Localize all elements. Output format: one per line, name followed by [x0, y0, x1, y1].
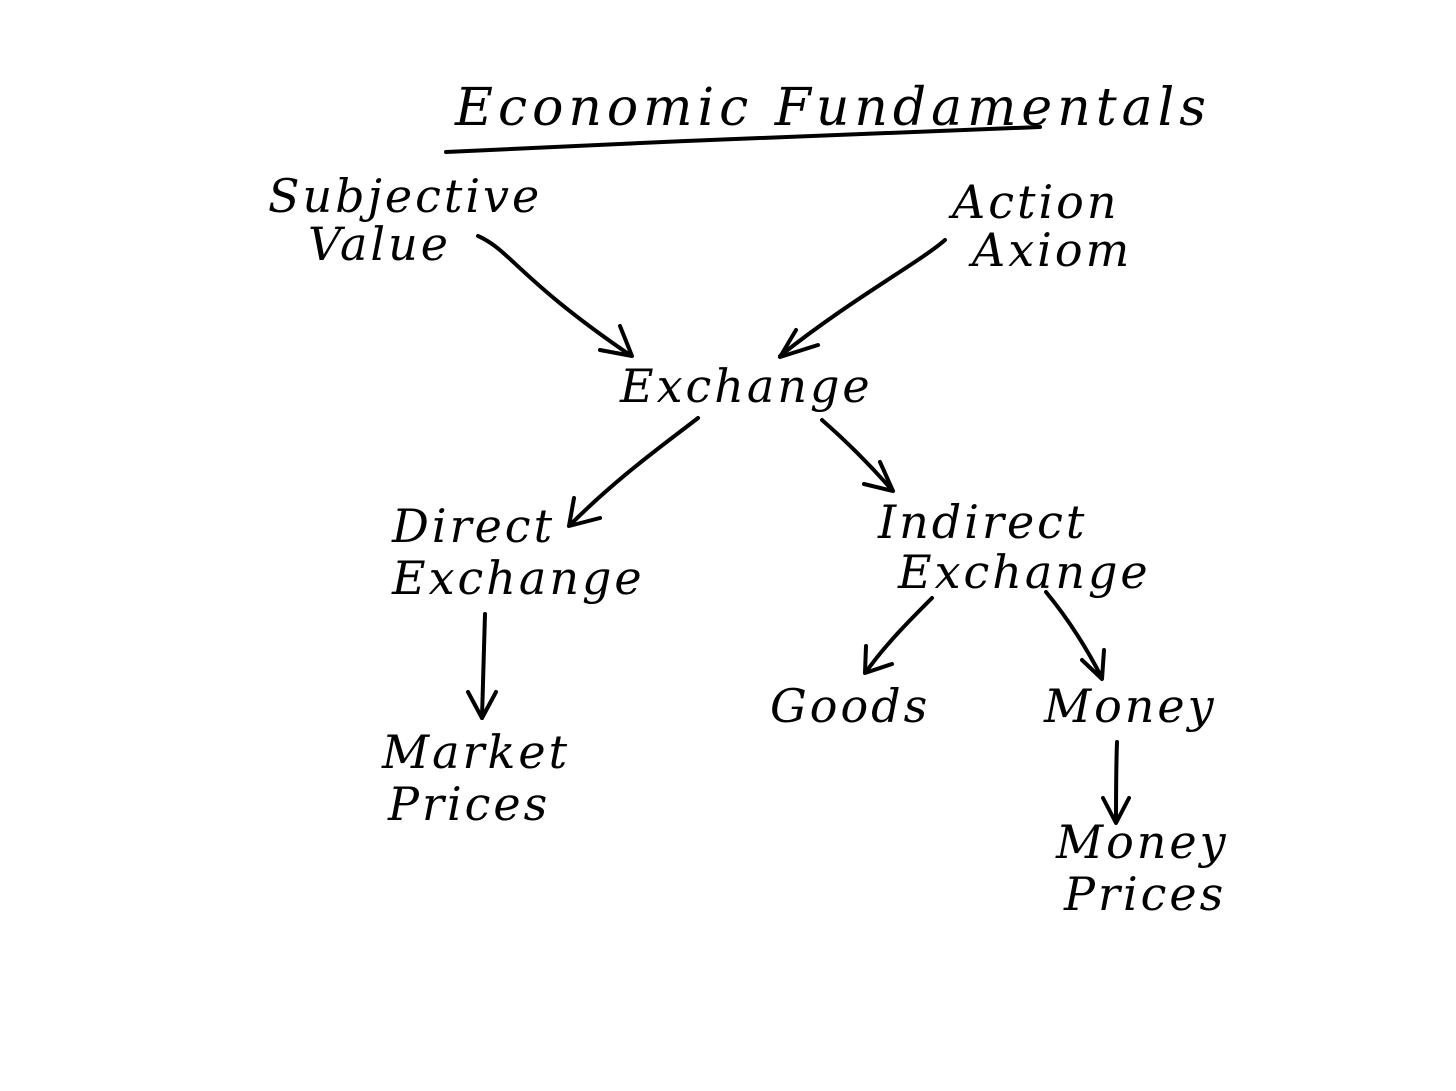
diagram-title: Economic Fundamentals	[455, 78, 1211, 138]
node-direct-exchange-line-1: Direct	[392, 499, 556, 553]
node-indirect-exchange-line-1: Indirect	[878, 495, 1088, 549]
node-money-prices-line-1: Money	[1056, 815, 1229, 869]
node-subjective-value-line-1: Subjective	[268, 169, 543, 223]
arrow-subjective-value-to-exchange	[476, 234, 632, 357]
arrow-action-axiom-to-exchange	[778, 238, 947, 358]
arrowhead-exchange-to-direct-exchange	[567, 496, 602, 528]
node-market-prices: Market Prices	[382, 728, 570, 828]
node-market-prices-line-2: Prices	[388, 777, 551, 831]
node-action-axiom: Action Axiom	[952, 178, 1132, 274]
arrow-money-to-money-prices	[1114, 740, 1119, 824]
node-money-prices-line-2: Prices	[1064, 867, 1227, 921]
arrow-indirect-exchange-to-goods	[864, 596, 934, 674]
arrowhead-indirect-exchange-to-goods	[863, 644, 894, 675]
node-exchange-line-1: Exchange	[620, 359, 873, 413]
node-exchange: Exchange	[620, 362, 873, 410]
arrow-exchange-to-direct-exchange	[568, 416, 700, 527]
node-direct-exchange-line-2: Exchange	[392, 551, 645, 605]
node-goods-line-1: Goods	[770, 679, 931, 733]
node-action-axiom-line-2: Axiom	[972, 223, 1133, 277]
node-money-prices: Money Prices	[1056, 818, 1229, 918]
arrow-indirect-exchange-to-money	[1044, 590, 1104, 680]
node-action-axiom-line-1: Action	[952, 175, 1120, 229]
arrow-exchange-to-indirect-exchange	[820, 418, 894, 492]
arrowhead-subjective-value-to-exchange	[598, 324, 634, 358]
node-subjective-value: Subjective Value	[268, 172, 542, 268]
node-direct-exchange: Direct Exchange	[392, 502, 645, 602]
node-money: Money	[1044, 682, 1217, 730]
node-indirect-exchange-line-2: Exchange	[898, 545, 1151, 599]
arrow-direct-exchange-to-market-prices	[480, 612, 487, 720]
arrowhead-money-to-money-prices	[1101, 796, 1131, 825]
arrowhead-direct-exchange-to-market-prices	[466, 690, 498, 720]
arrowhead-action-axiom-to-exchange	[778, 328, 820, 359]
node-subjective-value-line-2: Value	[308, 217, 451, 271]
arrowhead-indirect-exchange-to-money	[1080, 648, 1106, 681]
title-underline	[444, 125, 1042, 154]
node-goods: Goods	[770, 682, 930, 730]
node-money-line-1: Money	[1044, 679, 1217, 733]
node-market-prices-line-1: Market	[382, 725, 571, 779]
node-indirect-exchange: Indirect Exchange	[878, 498, 1151, 596]
arrowhead-exchange-to-indirect-exchange	[862, 460, 895, 493]
